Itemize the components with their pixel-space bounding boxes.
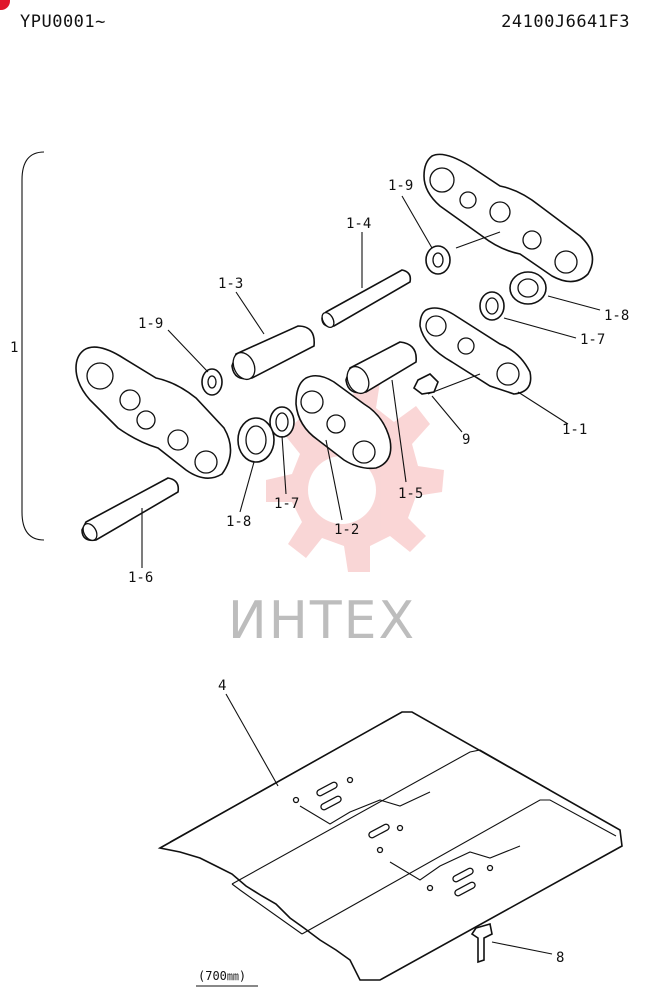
watermark-text: ИНТЕХ xyxy=(228,591,416,651)
spacer-1-8-right xyxy=(509,271,547,305)
label-washer-right: 1-9 xyxy=(388,178,413,194)
pin-1-6 xyxy=(81,477,180,542)
label-link-right: 1-1 xyxy=(562,422,587,438)
serial-range: YPU0001~ xyxy=(20,12,106,32)
leader-lines-upper xyxy=(141,195,601,568)
label-washer-left: 1-9 xyxy=(138,316,163,332)
label-nut: 9 xyxy=(462,432,470,448)
corner-badge xyxy=(0,0,10,10)
label-bolt: 8 xyxy=(556,950,564,966)
bushing-1-3 xyxy=(231,325,315,381)
bolt-8 xyxy=(470,922,493,964)
link-left-inner xyxy=(295,374,392,470)
pin-1-4 xyxy=(321,269,412,329)
washer-1-9-right xyxy=(425,245,451,275)
spacer-1-8-left xyxy=(237,417,275,463)
link-right-lower xyxy=(419,307,532,395)
label-master-pin: 1-6 xyxy=(128,570,153,586)
link-right-upper xyxy=(423,153,594,283)
shoe-width-note: (700㎜) xyxy=(198,969,246,983)
label-pin: 1-4 xyxy=(346,216,371,232)
bushing-1-5 xyxy=(345,341,417,395)
track-shoe xyxy=(157,711,623,981)
assembly-bracket xyxy=(21,151,45,541)
label-assembly: 1 xyxy=(10,340,18,356)
label-seal-left: 1-7 xyxy=(274,496,299,512)
label-spacer-right: 1-8 xyxy=(604,308,629,324)
leader-lines-lower xyxy=(225,693,553,955)
label-bushing-short: 1-5 xyxy=(398,486,423,502)
label-link-left: 1-2 xyxy=(334,522,359,538)
label-spacer-left: 1-8 xyxy=(226,514,251,530)
label-shoe: 4 xyxy=(218,678,226,694)
seal-1-7-right xyxy=(479,291,505,321)
part-number: 24100J6641F3 xyxy=(501,12,630,32)
seal-1-7-left xyxy=(269,406,295,438)
label-seal-right: 1-7 xyxy=(580,332,605,348)
label-bushing: 1-3 xyxy=(218,276,243,292)
watermark-gear-icon xyxy=(266,374,444,572)
washer-1-9-left xyxy=(201,368,223,396)
link-left-outer xyxy=(75,346,232,479)
